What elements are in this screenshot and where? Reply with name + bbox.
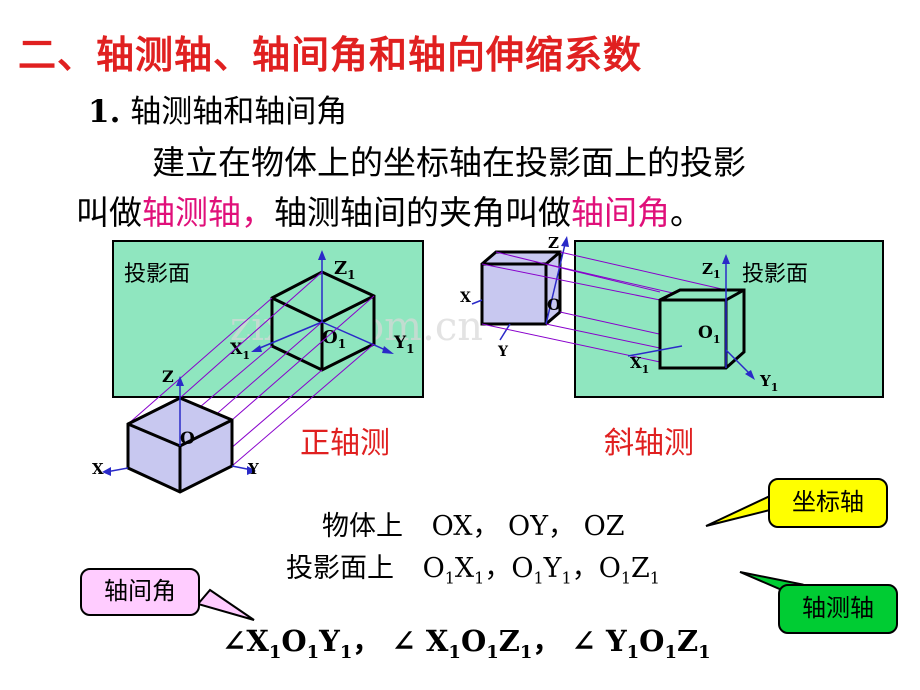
right-label-y: Y bbox=[497, 344, 509, 360]
plane-axes-row: 投影面上 O1X1，O1Y1，O1Z1 bbox=[286, 546, 660, 587]
right-label-o: O bbox=[547, 295, 561, 314]
right-object-axes bbox=[471, 239, 567, 341]
left-label-o1: O1 bbox=[322, 327, 346, 351]
callout-axis-angle: 轴间角 bbox=[80, 568, 200, 616]
left-caption: 正轴测 bbox=[300, 426, 390, 461]
arrow-y bbox=[247, 466, 256, 475]
left-label-o: O bbox=[180, 429, 195, 449]
section-number: 1. bbox=[88, 94, 121, 130]
text: 轴测轴间的夹角叫做 bbox=[274, 193, 571, 232]
text: 。 bbox=[670, 193, 703, 232]
arrow-z1-right bbox=[722, 254, 730, 264]
left-label-z: Z bbox=[162, 367, 174, 386]
right-projected-axes bbox=[627, 258, 753, 377]
callout-axo-axis: 轴测轴 bbox=[778, 584, 898, 634]
right-label-x1: X1 bbox=[630, 354, 649, 376]
plane-axes: O1X1，O1Y1，O1Z1 bbox=[422, 553, 660, 588]
right-label-y1: Y1 bbox=[759, 372, 778, 394]
arrow-z-right bbox=[561, 236, 569, 247]
left-projected-axes bbox=[254, 254, 391, 353]
plane-label: 投影面上 bbox=[286, 553, 394, 584]
left-label-y: Y bbox=[247, 460, 259, 478]
right-label-o1: O1 bbox=[698, 323, 720, 346]
right-label-z: Z bbox=[548, 234, 559, 252]
text: 叫做 bbox=[76, 193, 142, 232]
arrow-z1 bbox=[318, 250, 326, 260]
section-heading: 1. 轴测轴和轴间角 bbox=[88, 86, 347, 131]
section-label: 轴测轴和轴间角 bbox=[130, 94, 348, 130]
arrow-x1 bbox=[251, 345, 262, 352]
left-projected-cube bbox=[270, 270, 376, 372]
left-label-z1: Z1 bbox=[334, 258, 356, 282]
object-axes: OX， OY， OZ bbox=[431, 511, 625, 542]
object-axes-row: 物体上 OX， OY， OZ bbox=[322, 504, 625, 543]
callout-pointer-angle bbox=[196, 588, 255, 621]
left-plane-label: 投影面 bbox=[124, 262, 191, 287]
arrow-z bbox=[176, 376, 184, 386]
right-label-z1: Z1 bbox=[702, 260, 721, 281]
left-label-x: X bbox=[92, 460, 104, 478]
right-label-x: X bbox=[460, 290, 471, 306]
callout-coord-axis: 坐标轴 bbox=[768, 478, 888, 528]
axis-angles-row: ∠X1O1Y1， ∠ X1O1Z1， ∠ Y1O1Z1 bbox=[222, 624, 711, 663]
object-label: 物体上 bbox=[322, 511, 403, 542]
paragraph-line-2: 叫做轴测轴，轴测轴间的夹角叫做轴间角。 bbox=[76, 186, 703, 234]
arrow-y1-right bbox=[745, 370, 755, 380]
arrow-y1 bbox=[382, 346, 394, 354]
arrow-x bbox=[102, 467, 111, 476]
paragraph-line-1: 建立在物体上的坐标轴在投影面上的投影 bbox=[152, 143, 746, 182]
callout-pointer-coord bbox=[705, 494, 771, 527]
page-title: 二、轴测轴、轴间角和轴向伸缩系数 bbox=[18, 33, 643, 77]
term-axis-angle: 轴间角 bbox=[571, 193, 670, 232]
left-label-y1: Y1 bbox=[393, 333, 415, 356]
term-axo-axis: 轴测轴， bbox=[142, 193, 274, 232]
right-caption: 斜轴测 bbox=[604, 426, 694, 461]
right-plane-label: 投影面 bbox=[742, 262, 809, 287]
